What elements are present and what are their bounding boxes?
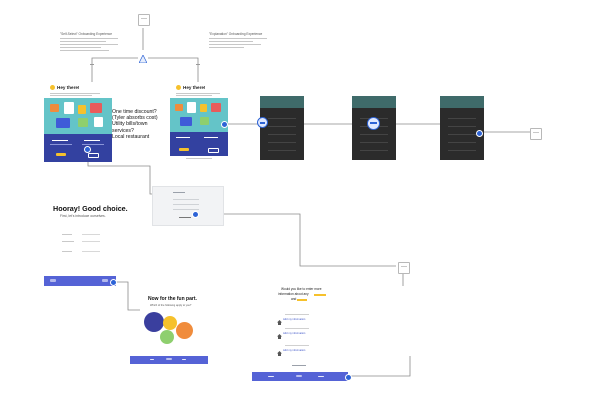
choice-button-primary[interactable] (56, 153, 66, 156)
info-highlight-1 (314, 294, 326, 296)
back-button[interactable] (150, 359, 154, 360)
hotspot-hooray[interactable] (110, 279, 117, 286)
fun-part-nav-bar (130, 356, 208, 364)
greeting-title: Hey there! (57, 85, 80, 90)
greeting-subtext-2 (50, 95, 92, 96)
form-card[interactable] (152, 186, 224, 226)
back-button[interactable] (268, 376, 274, 377)
hooray-subtitle: First, let's introduce ourselves. (60, 214, 106, 218)
info-title-line1: Would you like to enter more (281, 287, 322, 291)
choice-button-secondary[interactable] (208, 148, 219, 153)
choice-panel (44, 134, 112, 162)
house-icon (277, 343, 282, 356)
lightbulb-icon (138, 50, 148, 64)
hooray-nav-bar (44, 276, 116, 286)
choice-panel (170, 132, 228, 156)
info-highlight-2 (297, 299, 307, 301)
selfdirect-note-title: "Self-Select" Onboarding Experience (60, 32, 113, 36)
hotspot-screen1[interactable] (84, 146, 91, 153)
discount-callout: One time discount? (Tyler absorbs cost) … (112, 109, 158, 140)
fun-part-title: Now for the fun part. (148, 296, 197, 302)
bubble-green[interactable] (160, 330, 174, 344)
next-button[interactable] (318, 376, 324, 377)
bubble-orange[interactable] (176, 322, 193, 339)
connector-label-left (90, 64, 94, 65)
explicit-note-body (209, 38, 267, 50)
hooray-title: Hooray! Good choice. (53, 204, 128, 213)
back-button[interactable] (50, 279, 56, 282)
progress-dots (296, 375, 302, 377)
info-footnote (292, 365, 306, 366)
next-button[interactable] (102, 279, 108, 282)
greeting-title: Hey there! (183, 85, 206, 90)
hotspot-form[interactable] (192, 211, 199, 218)
hotspot-dark-3[interactable] (476, 130, 483, 137)
mid-node[interactable] (398, 262, 410, 274)
info-title-line3: and (291, 297, 297, 301)
choice-button-primary[interactable] (179, 148, 189, 151)
hotspot-info[interactable] (345, 374, 352, 381)
bubble-purple[interactable] (144, 312, 164, 332)
bubble-yellow[interactable] (163, 316, 177, 330)
end-node-right[interactable] (530, 128, 542, 140)
hotspot-dark-2[interactable] (367, 117, 380, 130)
add-info-link-3[interactable]: Add my information (283, 349, 306, 352)
connector-form-node (200, 213, 396, 267)
onboarding-screen-selfselect[interactable]: Hey there! (44, 84, 112, 162)
dark-screen-3[interactable] (440, 96, 484, 160)
hooray-field-3 (62, 251, 72, 252)
connector-info-end (350, 356, 411, 377)
connector-bar-fun (112, 281, 140, 311)
choice-button-secondary[interactable] (88, 153, 99, 158)
onboarding-screen-explanation[interactable]: Hey there! (170, 84, 228, 160)
connector-start-right (148, 57, 199, 82)
add-info-link-1[interactable]: Add my information (283, 318, 306, 321)
hooray-field-2 (62, 241, 74, 242)
connector-label-right (196, 64, 200, 65)
connector-start-left (91, 57, 138, 82)
wave-hand-icon (176, 85, 181, 90)
hotspot-dark-1[interactable] (257, 117, 268, 128)
hero-illustration (170, 98, 228, 138)
explicit-note-title: "Explanation" Onboarding Experience (209, 32, 263, 36)
greeting-subtext (50, 93, 100, 94)
fun-part-subtitle: Which of the following apply to you? (150, 304, 192, 307)
house-icon (277, 326, 282, 339)
selfdirect-note-body (60, 38, 118, 53)
hotspot-screen2[interactable] (221, 121, 228, 128)
dark-screen-1[interactable] (260, 96, 304, 160)
next-button[interactable] (182, 359, 186, 360)
info-title-line2: information about any (278, 292, 309, 296)
progress-dots (166, 358, 172, 360)
wave-hand-icon (50, 85, 55, 90)
add-info-link-2[interactable]: Add my information (283, 332, 306, 335)
info-nav-bar (252, 372, 348, 381)
house-icon (277, 312, 282, 325)
start-node-top[interactable] (138, 14, 150, 26)
hooray-field-1 (62, 234, 72, 235)
